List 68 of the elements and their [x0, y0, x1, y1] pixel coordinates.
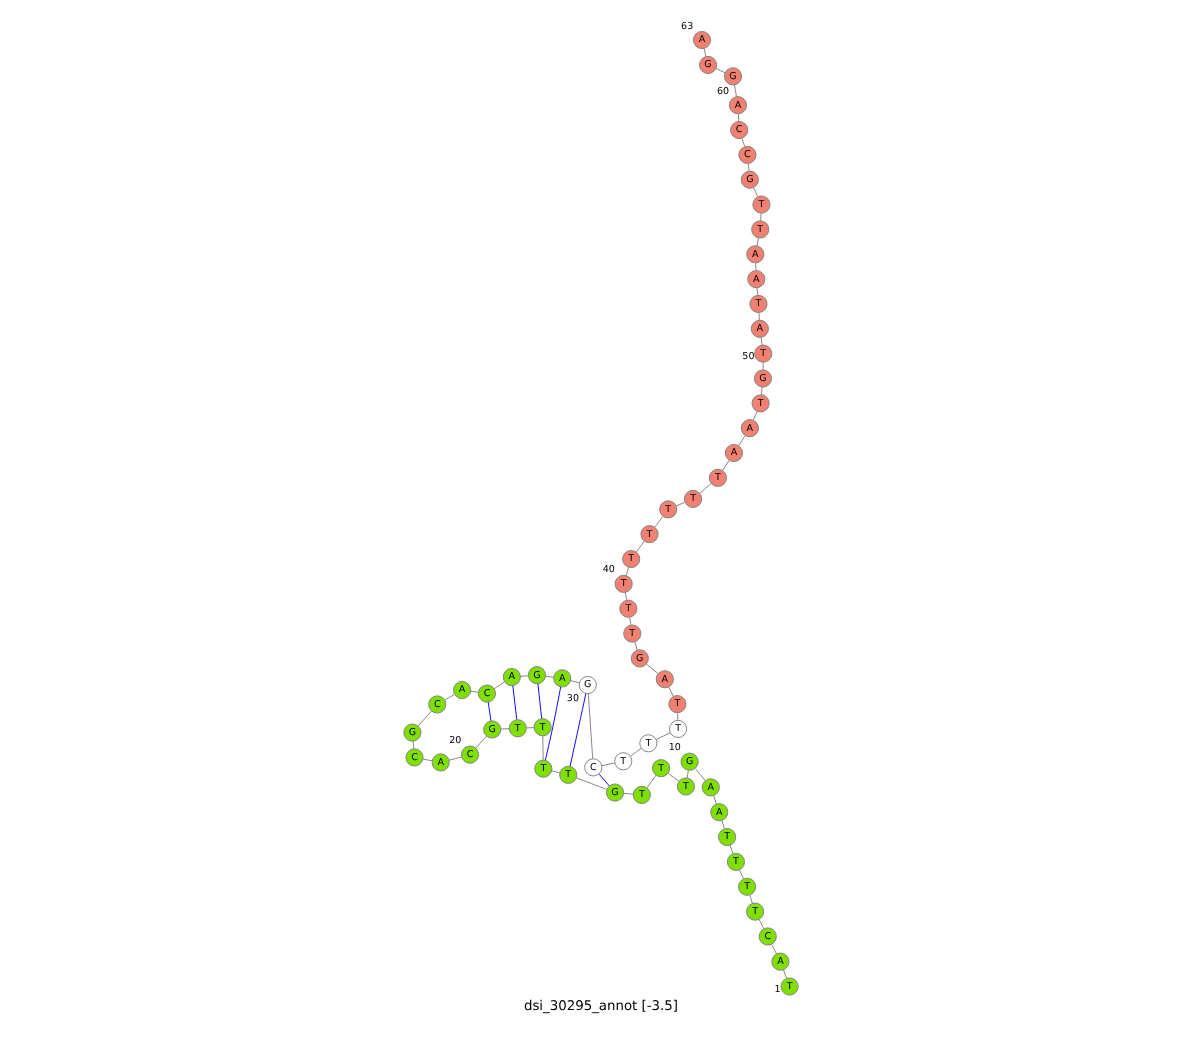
connector	[525, 727, 534, 729]
connector	[759, 336, 762, 346]
connector	[770, 944, 777, 955]
connector	[519, 675, 528, 677]
connector	[653, 516, 663, 528]
connector	[748, 894, 752, 904]
connector	[676, 712, 678, 721]
connector	[761, 362, 763, 371]
connector	[536, 683, 542, 720]
connector	[645, 663, 658, 675]
connector	[574, 777, 607, 790]
connector	[685, 769, 688, 779]
connector	[622, 792, 633, 795]
connector	[781, 969, 787, 979]
connector	[712, 795, 716, 805]
connector	[499, 728, 509, 730]
connector	[759, 213, 761, 222]
connector	[666, 772, 679, 782]
connector	[544, 675, 554, 678]
connector	[693, 768, 705, 782]
connector	[714, 68, 725, 74]
connector	[728, 844, 733, 855]
connector	[757, 312, 759, 321]
connector	[634, 540, 644, 553]
connector	[752, 187, 758, 198]
connector	[492, 681, 504, 690]
connector	[411, 740, 414, 750]
connector	[486, 701, 491, 722]
connector	[543, 686, 561, 761]
connector	[738, 869, 744, 880]
connector	[633, 641, 637, 651]
connector	[628, 748, 641, 757]
connector	[586, 693, 593, 760]
connector	[443, 693, 455, 701]
connector	[740, 137, 745, 147]
connector	[755, 237, 759, 247]
connector	[645, 774, 656, 789]
connector	[447, 756, 462, 761]
connector	[736, 113, 739, 122]
connector	[474, 735, 486, 749]
connector	[568, 693, 586, 767]
connector	[628, 616, 631, 626]
connector	[569, 680, 579, 684]
connector	[541, 735, 543, 761]
connector	[667, 686, 673, 697]
connector	[754, 262, 756, 271]
connector	[733, 84, 736, 98]
connector	[416, 710, 431, 727]
connector	[654, 732, 670, 740]
connector	[421, 758, 432, 762]
connector	[757, 918, 764, 930]
connector	[600, 762, 615, 767]
connector	[674, 501, 685, 507]
connector	[759, 386, 762, 396]
connector	[751, 410, 757, 421]
connector	[746, 162, 749, 172]
connector	[511, 685, 517, 720]
connector	[720, 820, 724, 830]
connector	[702, 48, 706, 57]
connector	[755, 287, 758, 296]
connector	[597, 773, 609, 787]
connector	[721, 459, 729, 472]
connector	[698, 482, 711, 494]
connector	[737, 435, 745, 447]
connector	[550, 770, 560, 774]
connector	[469, 690, 478, 693]
connector	[624, 566, 629, 576]
connector	[623, 591, 627, 601]
